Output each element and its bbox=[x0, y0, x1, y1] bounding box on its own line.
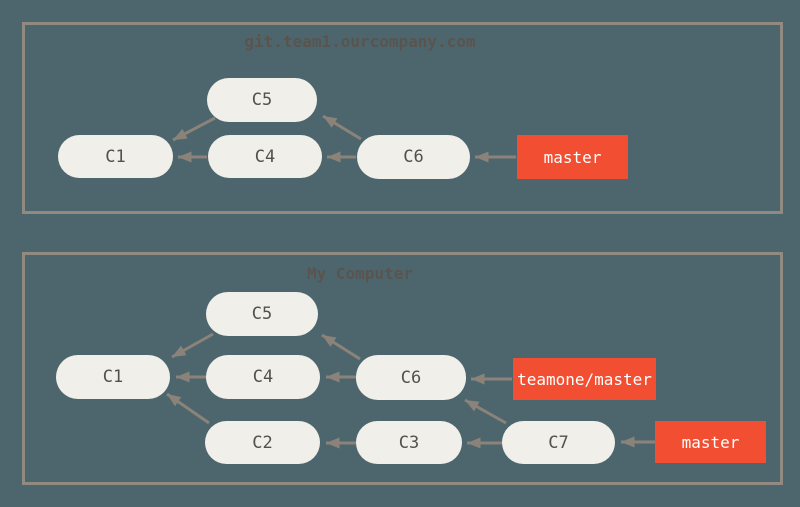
branch-label-remote-master: master bbox=[517, 135, 628, 179]
remote-repo-title: git.team1.ourcompany.com bbox=[244, 32, 476, 51]
commit-node-local-c1: C1 bbox=[56, 355, 170, 399]
local-repo-title: My Computer bbox=[307, 264, 413, 283]
commit-node-local-c2: C2 bbox=[205, 421, 320, 464]
commit-node-remote-c1: C1 bbox=[58, 135, 173, 178]
commit-node-local-c5: C5 bbox=[206, 292, 318, 336]
remote-repo-box bbox=[22, 22, 783, 214]
commit-node-remote-c4: C4 bbox=[208, 135, 322, 178]
commit-node-remote-c6: C6 bbox=[357, 135, 470, 179]
commit-node-local-c6: C6 bbox=[356, 355, 466, 400]
commit-node-local-c3: C3 bbox=[356, 421, 462, 464]
commit-node-remote-c5: C5 bbox=[207, 78, 317, 122]
branch-label-local-teamone-master: teamone/master bbox=[513, 358, 656, 400]
commit-node-local-c4: C4 bbox=[206, 355, 320, 399]
commit-node-local-c7: C7 bbox=[502, 421, 615, 464]
branch-label-local-master: master bbox=[655, 421, 766, 463]
local-repo-box bbox=[22, 252, 783, 485]
